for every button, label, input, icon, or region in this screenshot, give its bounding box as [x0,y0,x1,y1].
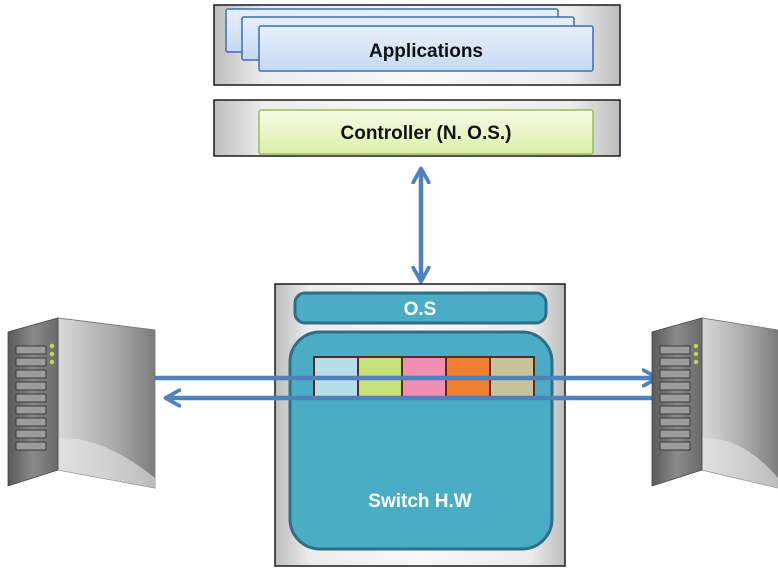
right-server-icon [651,317,778,489]
application-card-front [258,25,594,72]
switch-hardware-label: Switch H.W [368,491,472,512]
left-server-icon [7,317,156,489]
applications-layer: Applications [213,4,621,86]
switch-os-label: O.S [404,299,437,320]
controller-label: Controller (N. O.S.) [341,123,512,144]
controller-box [258,109,594,155]
applications-label: Applications [369,41,483,62]
switch-os-bar [293,291,548,325]
controller-layer: Controller (N. O.S.) [213,99,621,157]
switch: O.S Switch H.W [274,283,566,567]
